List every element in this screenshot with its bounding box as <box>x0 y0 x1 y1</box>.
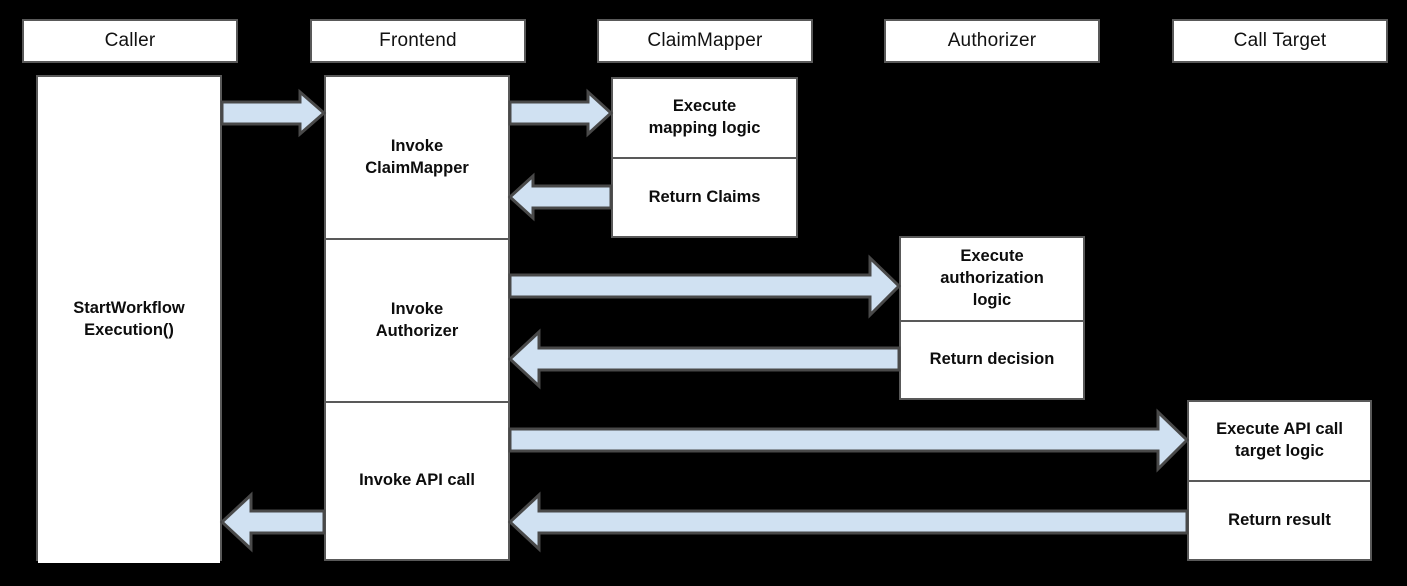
lifeline-header-caller: Caller <box>22 19 238 63</box>
lifeline-header-calltarget: Call Target <box>1172 19 1388 63</box>
activation-caller: StartWorkflow Execution() <box>36 75 222 563</box>
activation-authorizer: Execute authorization logic Return decis… <box>899 236 1085 400</box>
activation-claimmapper: Execute mapping logic Return Claims <box>611 77 798 238</box>
activation-segment-frontend-invoke-api-call: Invoke API call <box>326 401 508 559</box>
message-arrow-caller-to-frontend <box>220 88 327 138</box>
lifeline-header-authorizer: Authorizer <box>884 19 1100 63</box>
activation-segment-authorizer-return-decision: Return decision <box>901 320 1083 398</box>
message-arrow-frontend-to-calltarget <box>508 408 1190 473</box>
lifeline-header-frontend: Frontend <box>310 19 526 63</box>
message-arrow-calltarget-to-frontend <box>507 491 1189 553</box>
activation-segment-frontend-invoke-claimmapper: Invoke ClaimMapper <box>326 77 508 238</box>
activation-frontend: Invoke ClaimMapper Invoke Authorizer Inv… <box>324 75 510 561</box>
message-arrow-authorizer-to-frontend <box>507 328 901 390</box>
lifeline-header-authorizer-label: Authorizer <box>947 30 1037 51</box>
activation-segment-authorizer-execute-authorization-logic: Execute authorization logic <box>901 238 1083 320</box>
lifeline-header-claimmapper: ClaimMapper <box>597 19 813 63</box>
message-arrow-claimmapper-to-frontend <box>507 172 613 222</box>
activation-segment-claimmapper-execute-mapping-logic: Execute mapping logic <box>613 79 796 157</box>
lifeline-header-frontend-label: Frontend <box>379 30 457 51</box>
message-arrow-frontend-to-caller <box>219 491 326 553</box>
lifeline-header-caller-label: Caller <box>104 30 156 51</box>
activation-calltarget: Execute API call target logic Return res… <box>1187 400 1372 561</box>
activation-segment-calltarget-execute-api-call-target-logic: Execute API call target logic <box>1189 402 1370 480</box>
lifeline-header-claimmapper-label: ClaimMapper <box>647 30 763 51</box>
activation-segment-caller-start-workflow: StartWorkflow Execution() <box>38 77 220 563</box>
activation-segment-calltarget-return-result: Return result <box>1189 480 1370 559</box>
activation-segment-claimmapper-return-claims: Return Claims <box>613 157 796 236</box>
message-arrow-frontend-to-claimmapper <box>508 88 614 138</box>
message-arrow-frontend-to-authorizer <box>508 254 902 319</box>
activation-segment-frontend-invoke-authorizer: Invoke Authorizer <box>326 238 508 401</box>
lifeline-header-calltarget-label: Call Target <box>1233 30 1327 51</box>
